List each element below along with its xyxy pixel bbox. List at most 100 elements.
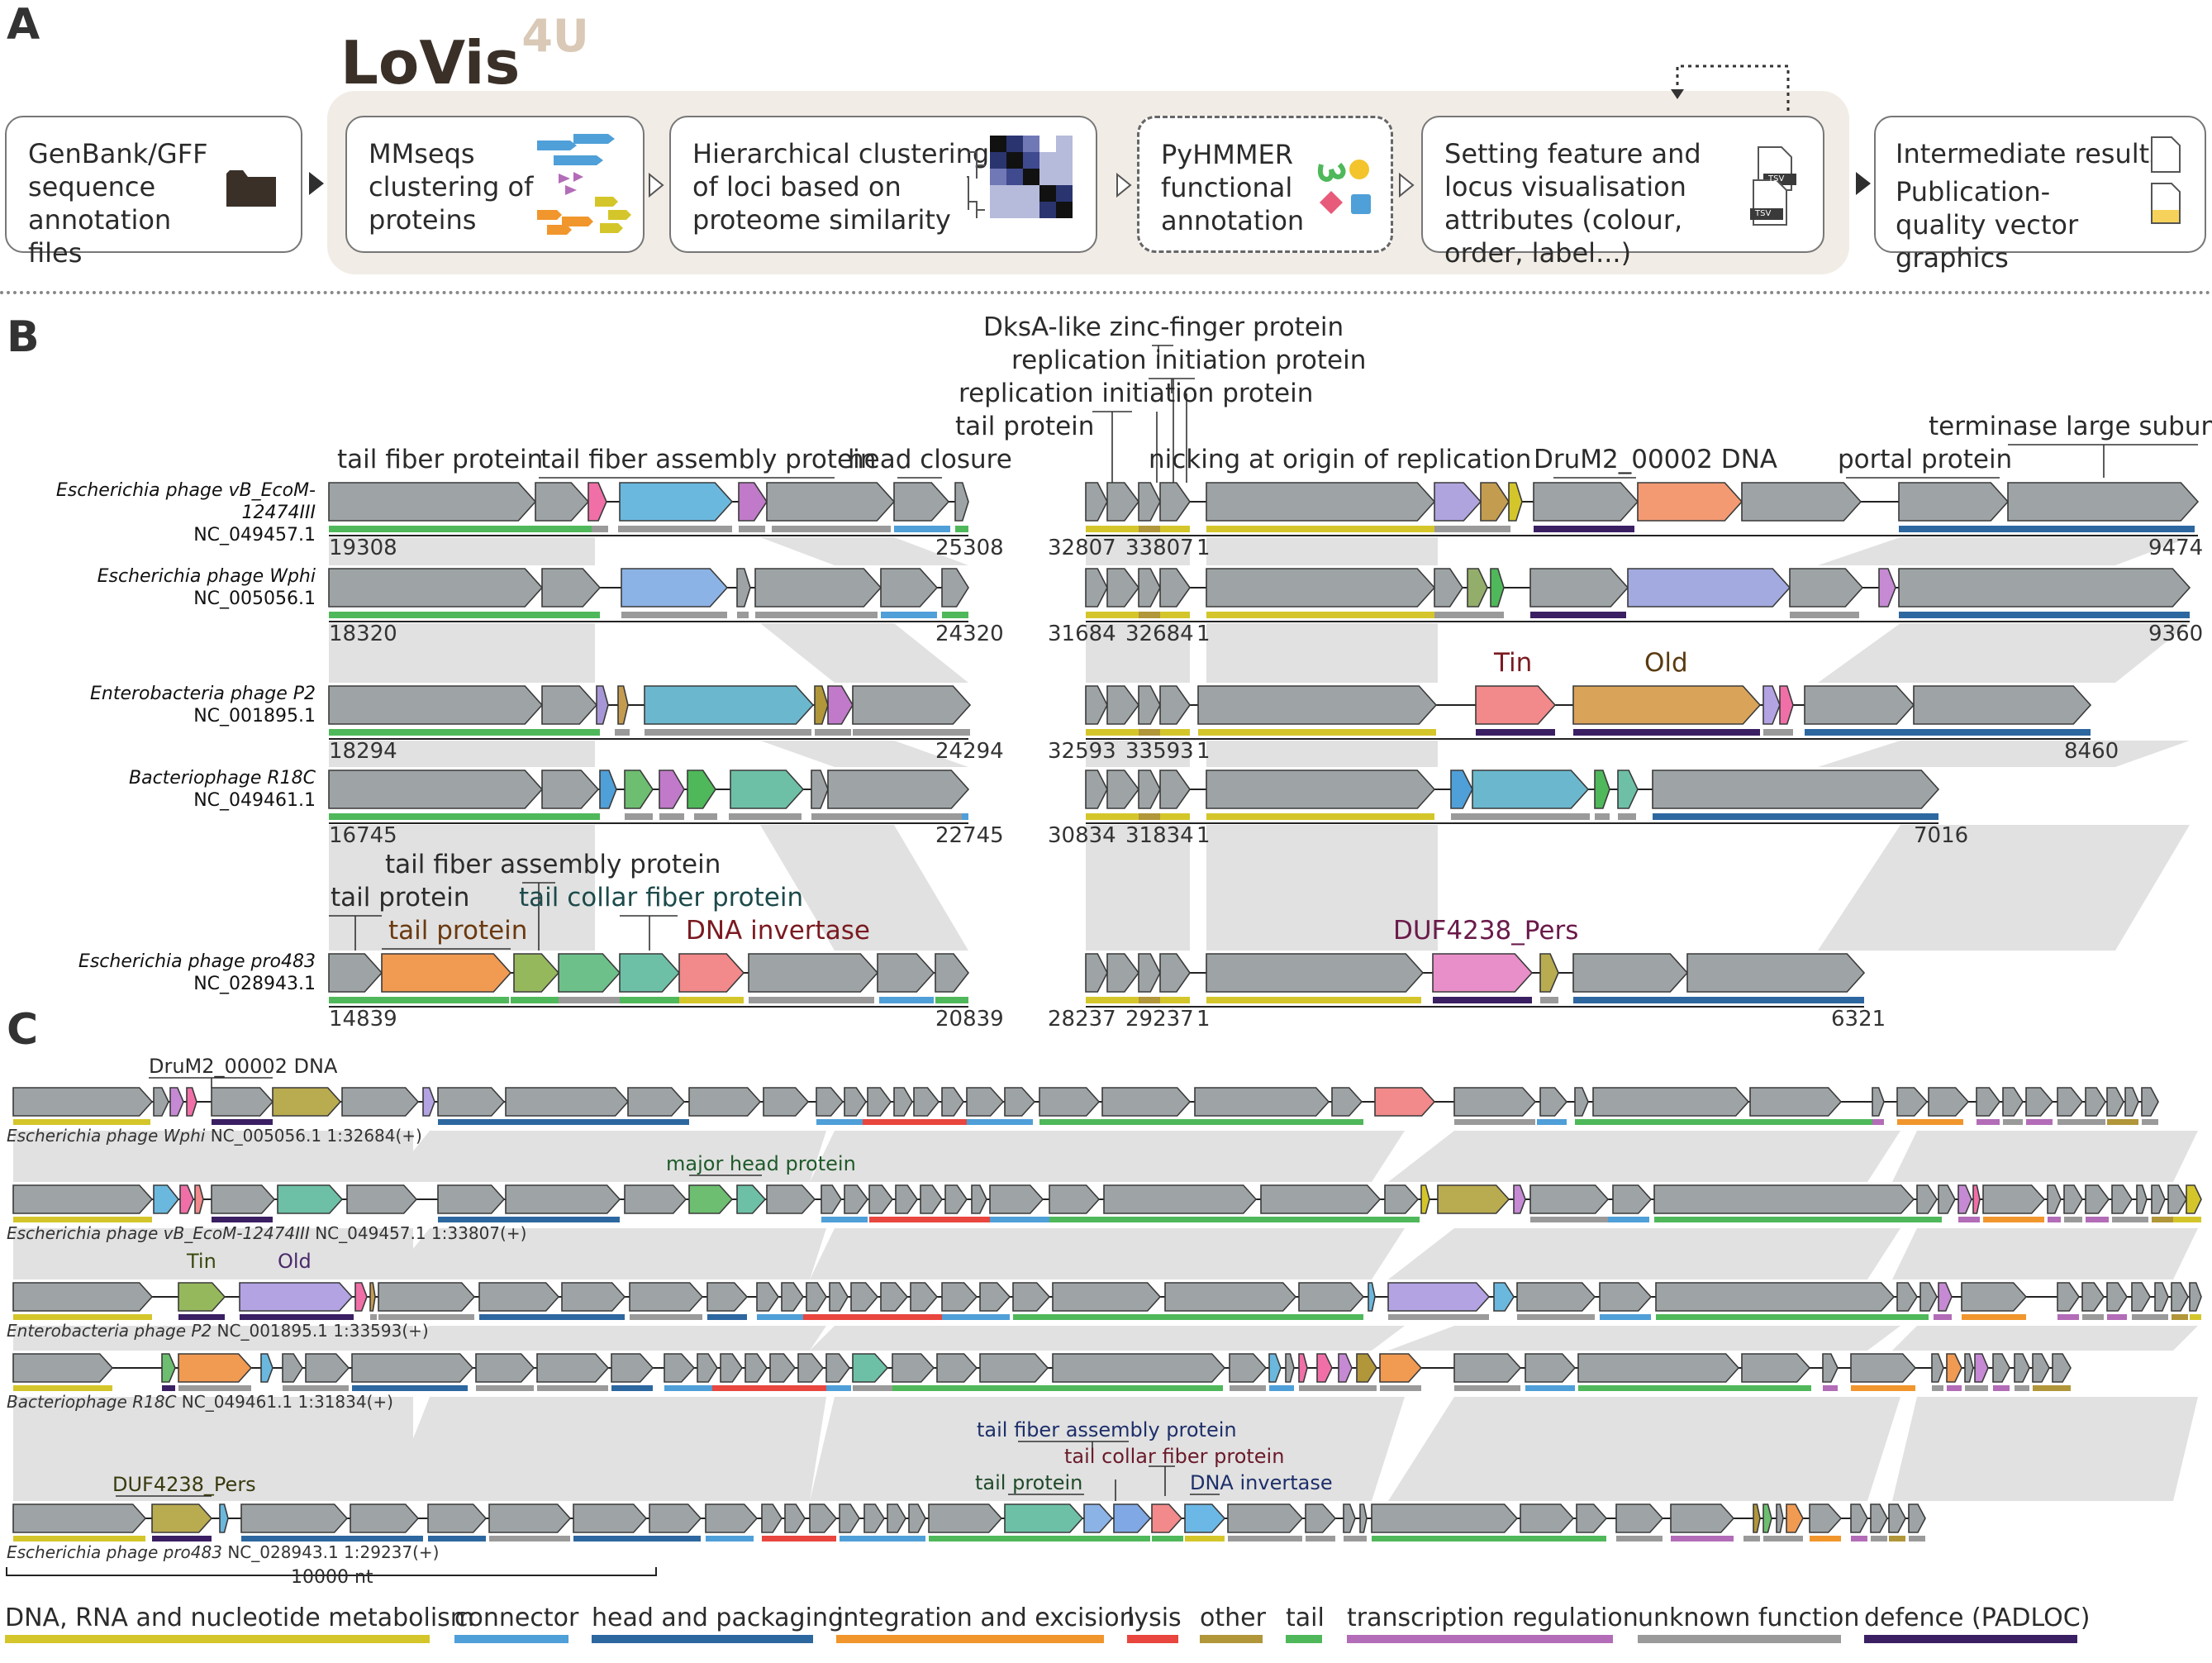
gene-arrow-c — [887, 1503, 906, 1533]
ann-tfassembly2: tail fiber assembly protein — [385, 850, 721, 879]
genome-c-3-rest: NC_001895.1 1:33593(+) — [212, 1321, 429, 1341]
category-bar-c — [892, 1385, 1223, 1391]
gene-arrow-c — [1992, 1353, 2010, 1383]
category-bar-right — [1899, 612, 2190, 618]
homology-link-c — [810, 1131, 1405, 1182]
gene-arrow-c — [839, 1503, 860, 1533]
homology-link-c — [1892, 1228, 2198, 1279]
gene-arrow-left — [624, 770, 654, 809]
gene-arrow-c — [936, 1353, 978, 1383]
category-bar-c — [1185, 1536, 1225, 1541]
category-bar-right — [1107, 997, 1139, 1003]
category-bar-c — [803, 1314, 942, 1320]
legend-unknown: unknown function — [1638, 1603, 1860, 1632]
gene-arrow-c — [697, 1353, 718, 1383]
gene-arrow-c — [186, 1087, 197, 1117]
clustering-box: Hierarchical clustering of loci based on… — [669, 116, 1097, 253]
category-bar-c — [1306, 1536, 1335, 1541]
coord-b1-c: 32807 — [1048, 536, 1116, 560]
category-bar-left — [962, 813, 968, 820]
category-bar-c — [2142, 1119, 2158, 1125]
gene-arrow-c — [437, 1087, 506, 1117]
category-bar-left — [942, 612, 968, 618]
genome-c-2: Escherichia phage vB_EcoM-12474III NC_04… — [7, 1223, 526, 1243]
gene-arrow-c — [1931, 1353, 1944, 1383]
gene-arrow-c — [2052, 1353, 2072, 1383]
category-bar-c — [240, 1314, 354, 1320]
coord-b4-b: 22745 — [935, 823, 1004, 848]
genome-b-4-name: Bacteriophage R18C — [129, 768, 316, 789]
homology-link-terminase — [1818, 825, 2190, 951]
gene-arrow-c — [2171, 1282, 2189, 1312]
gene-arrow-c — [913, 1087, 940, 1117]
gene-arrow-c — [893, 1087, 913, 1117]
gene-arrow-c — [1928, 1087, 1970, 1117]
category-bar-left — [894, 526, 950, 532]
category-bar-left — [559, 997, 620, 1003]
gene-arrow-right — [1206, 568, 1436, 608]
homology-link-right — [1206, 537, 1438, 565]
category-bar-c — [1013, 1314, 1363, 1320]
genome-b-3-name: Enterobacteria phage P2 — [90, 684, 316, 704]
category-bar-right — [1618, 813, 1636, 820]
category-bar-c — [2003, 1119, 2023, 1125]
gene-arrow-left — [935, 953, 970, 993]
gene-arrow-c — [1762, 1503, 1772, 1533]
category-bar-c — [1600, 1314, 1651, 1320]
gene-arrow-c — [178, 1353, 253, 1383]
category-bar-c — [2190, 1314, 2201, 1320]
category-bar-c — [212, 1119, 273, 1125]
gene-arrow-c — [1809, 1503, 1843, 1533]
gene-arrow-c — [561, 1282, 626, 1312]
gene-arrow-c — [844, 1087, 867, 1117]
gene-arrow-c — [1958, 1184, 1972, 1214]
coord-b3-a: 18294 — [329, 739, 397, 764]
gene-arrow-c — [1577, 1353, 1740, 1383]
homology-link-c — [388, 1326, 826, 1351]
category-bar-c — [428, 1536, 486, 1541]
gene-arrow-c — [1525, 1353, 1577, 1383]
category-bar-right — [1534, 526, 1634, 532]
category-bar-right — [1139, 612, 1160, 618]
coord-b5-d: 29237 — [1125, 1007, 1194, 1032]
gene-arrow-left — [328, 770, 544, 809]
category-bar-c — [438, 1119, 689, 1125]
gene-arrow-c — [1520, 1503, 1575, 1533]
gene-arrow-c — [2057, 1087, 2084, 1117]
category-bar-right — [1198, 729, 1436, 736]
category-bar-c — [1616, 1536, 1663, 1541]
category-bar-left — [729, 813, 802, 820]
category-bar-right — [1160, 997, 1190, 1003]
category-bar-c — [990, 1217, 1049, 1222]
gene-arrow-c — [1004, 1087, 1036, 1117]
gene-arrow-c — [1896, 1087, 1929, 1117]
gene-arrow-c — [664, 1353, 696, 1383]
category-bar-left — [620, 997, 679, 1003]
homology-link-left — [329, 825, 595, 951]
arrow-3 — [1116, 172, 1132, 198]
scale-bar — [6, 1567, 657, 1576]
homology-link-c — [1892, 1131, 2198, 1182]
gene-arrow-right — [1617, 770, 1639, 809]
category-bar-left — [694, 813, 717, 820]
gene-arrow-right — [1106, 568, 1139, 608]
gene-arrow-right — [1637, 482, 1743, 522]
category-bar-c — [241, 1536, 423, 1541]
category-bar-right — [1139, 526, 1160, 532]
gene-arrow-c — [1331, 1087, 1363, 1117]
genome-c-5: Escherichia phage pro483 NC_028943.1 1:2… — [7, 1542, 440, 1562]
gene-arrow-c — [825, 1353, 850, 1383]
ann-duf: DUF4238_Pers — [1393, 916, 1579, 946]
gene-arrow-c — [1493, 1282, 1515, 1312]
coord-b5-e: 1 — [1196, 1007, 1211, 1032]
clustering-text: Hierarchical clustering of loci based on… — [692, 138, 990, 236]
ann-terminase: terminase large subunit — [1929, 412, 2212, 441]
gene-arrow-c — [153, 1184, 180, 1214]
category-bar-c — [2048, 1217, 2061, 1222]
gene-arrow-left — [328, 482, 537, 522]
gene-arrow-c — [1387, 1282, 1491, 1312]
legend-integration-bar — [836, 1635, 1104, 1643]
gene-arrow-c — [178, 1282, 226, 1312]
gene-arrow-c — [1850, 1353, 1917, 1383]
